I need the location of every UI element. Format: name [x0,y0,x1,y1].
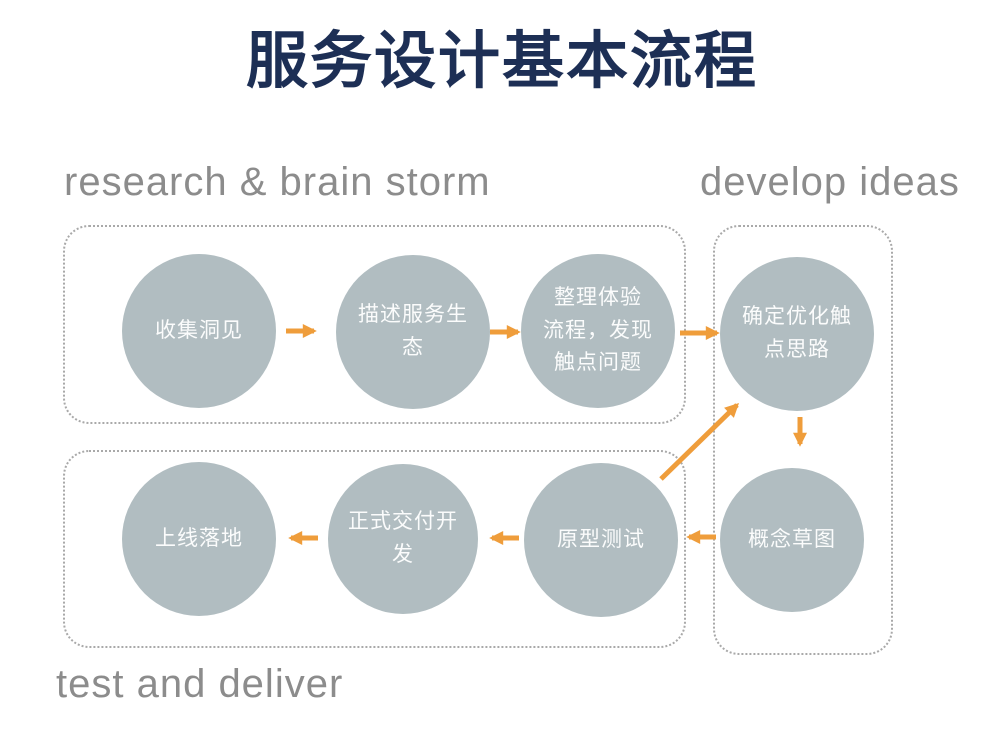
page-title: 服务设计基本流程 [245,27,758,96]
node-formal-delivery-dev: 正式交付开 发 [328,464,478,614]
node-describe-service-ecology: 描述服务生 态 [336,255,490,409]
node-prototype-testing: 原型测试 [524,463,678,617]
node-launch: 上线落地 [122,462,276,616]
node-concept-sketch: 概念草图 [720,468,864,612]
node-organize-experience-flow: 整理体验 流程，发现 触点问题 [521,254,675,408]
section-label-develop: develop ideas [700,160,960,204]
group-box-research [63,225,686,424]
node-collect-insights: 收集洞见 [122,254,276,408]
section-label-research: research & brain storm [64,160,491,204]
section-label-test: test and deliver [56,662,344,706]
node-define-touchpoint-ideas: 确定优化触 点思路 [720,257,874,411]
group-box-test [63,450,686,648]
